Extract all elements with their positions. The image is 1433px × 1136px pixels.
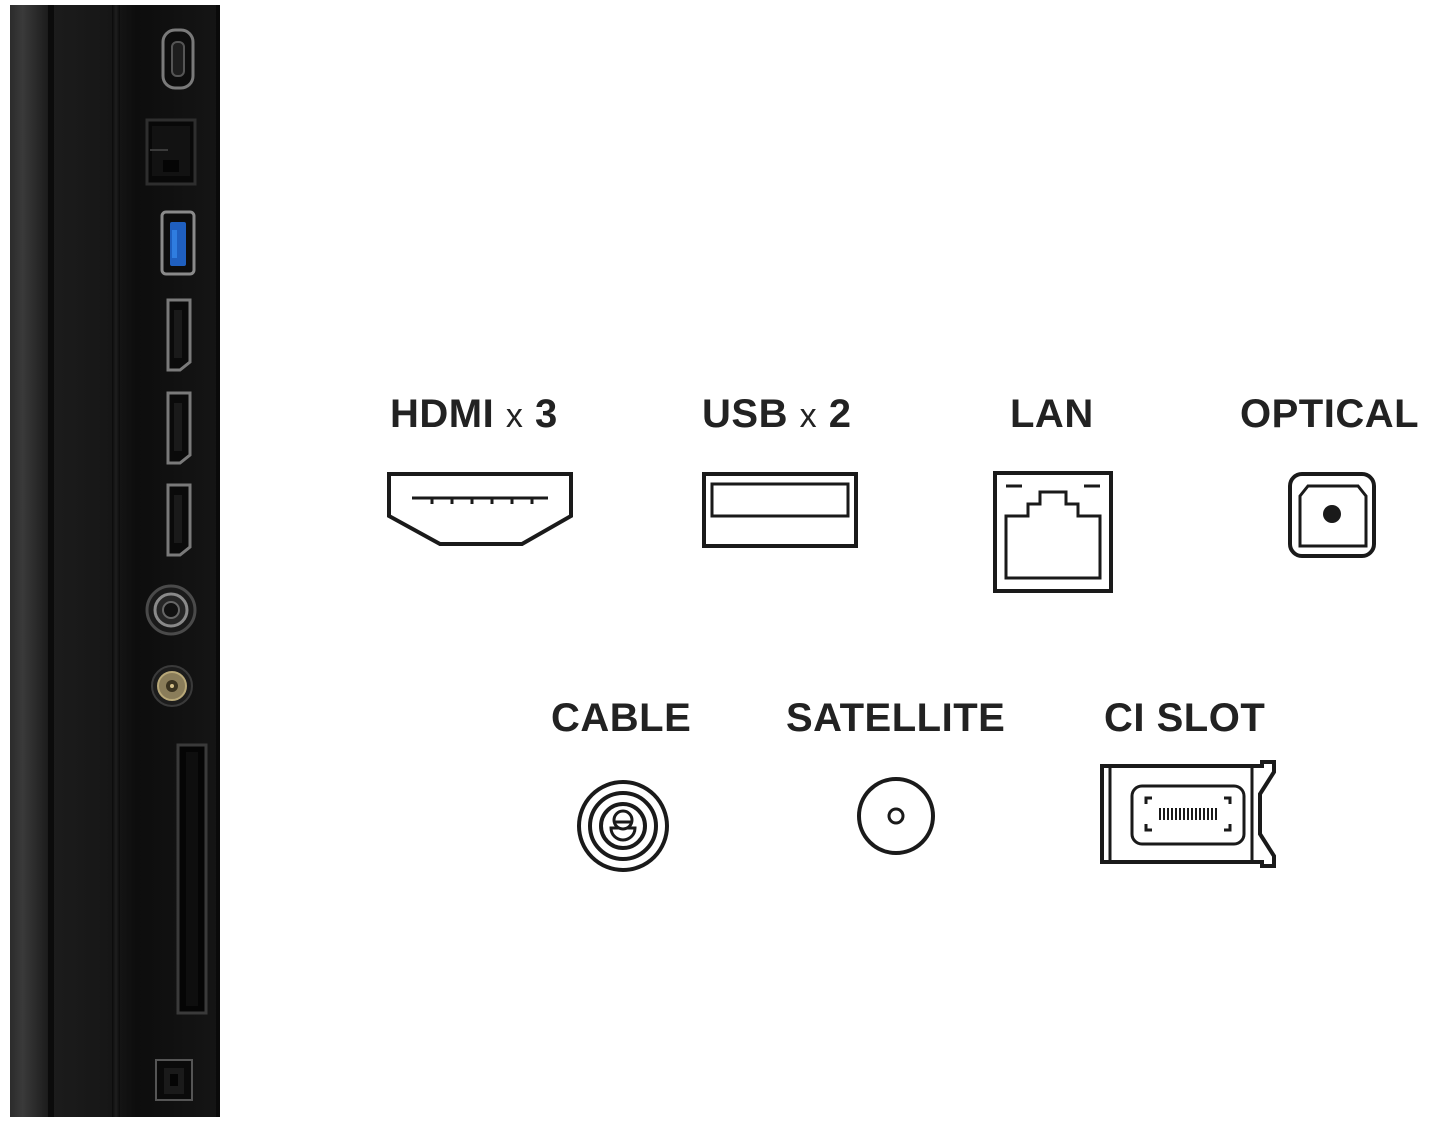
hdmi-multiplier: x — [505, 397, 524, 435]
optical-icon — [155, 1059, 193, 1101]
ci-slot-icon — [176, 743, 208, 1015]
usb-multiplier: x — [799, 397, 818, 435]
hdmi-icon — [166, 483, 192, 557]
usb-c-icon — [161, 28, 195, 90]
ci-slot-port-icon — [1096, 758, 1280, 870]
optical-name: OPTICAL — [1240, 392, 1420, 436]
usb-port-icon — [700, 470, 860, 550]
hdmi-name: HDMI — [390, 392, 495, 436]
usb-label: USB x 2 — [702, 394, 851, 434]
usb-name: USB — [702, 392, 788, 436]
lan-label: LAN — [1010, 394, 1094, 434]
cable-label: CABLE — [551, 698, 691, 738]
ethernet-icon — [145, 118, 197, 186]
hdmi-count: 3 — [534, 392, 558, 436]
hdmi-icon — [166, 298, 192, 372]
lan-port-icon — [992, 470, 1116, 596]
coax-icon — [145, 584, 197, 636]
hdmi-port-icon — [386, 470, 576, 550]
optical-port-icon — [1286, 470, 1380, 560]
hdmi-icon — [166, 391, 192, 465]
hdmi-label: HDMI x 3 — [390, 394, 558, 434]
usb-count: 2 — [828, 392, 852, 436]
satellite-name: SATELLITE — [786, 696, 1006, 740]
ci-slot-name: CI SLOT — [1104, 696, 1266, 740]
usb-icon — [160, 210, 196, 276]
tv-side-panel — [0, 0, 230, 1131]
cable-name: CABLE — [551, 696, 692, 740]
ci-slot-label: CI SLOT — [1104, 698, 1265, 738]
f-connector-icon — [151, 665, 193, 707]
satellite-port-icon — [854, 774, 938, 858]
optical-label: OPTICAL — [1240, 394, 1419, 434]
satellite-label: SATELLITE — [786, 698, 1005, 738]
cable-port-icon — [573, 778, 673, 878]
lan-name: LAN — [1010, 392, 1094, 436]
